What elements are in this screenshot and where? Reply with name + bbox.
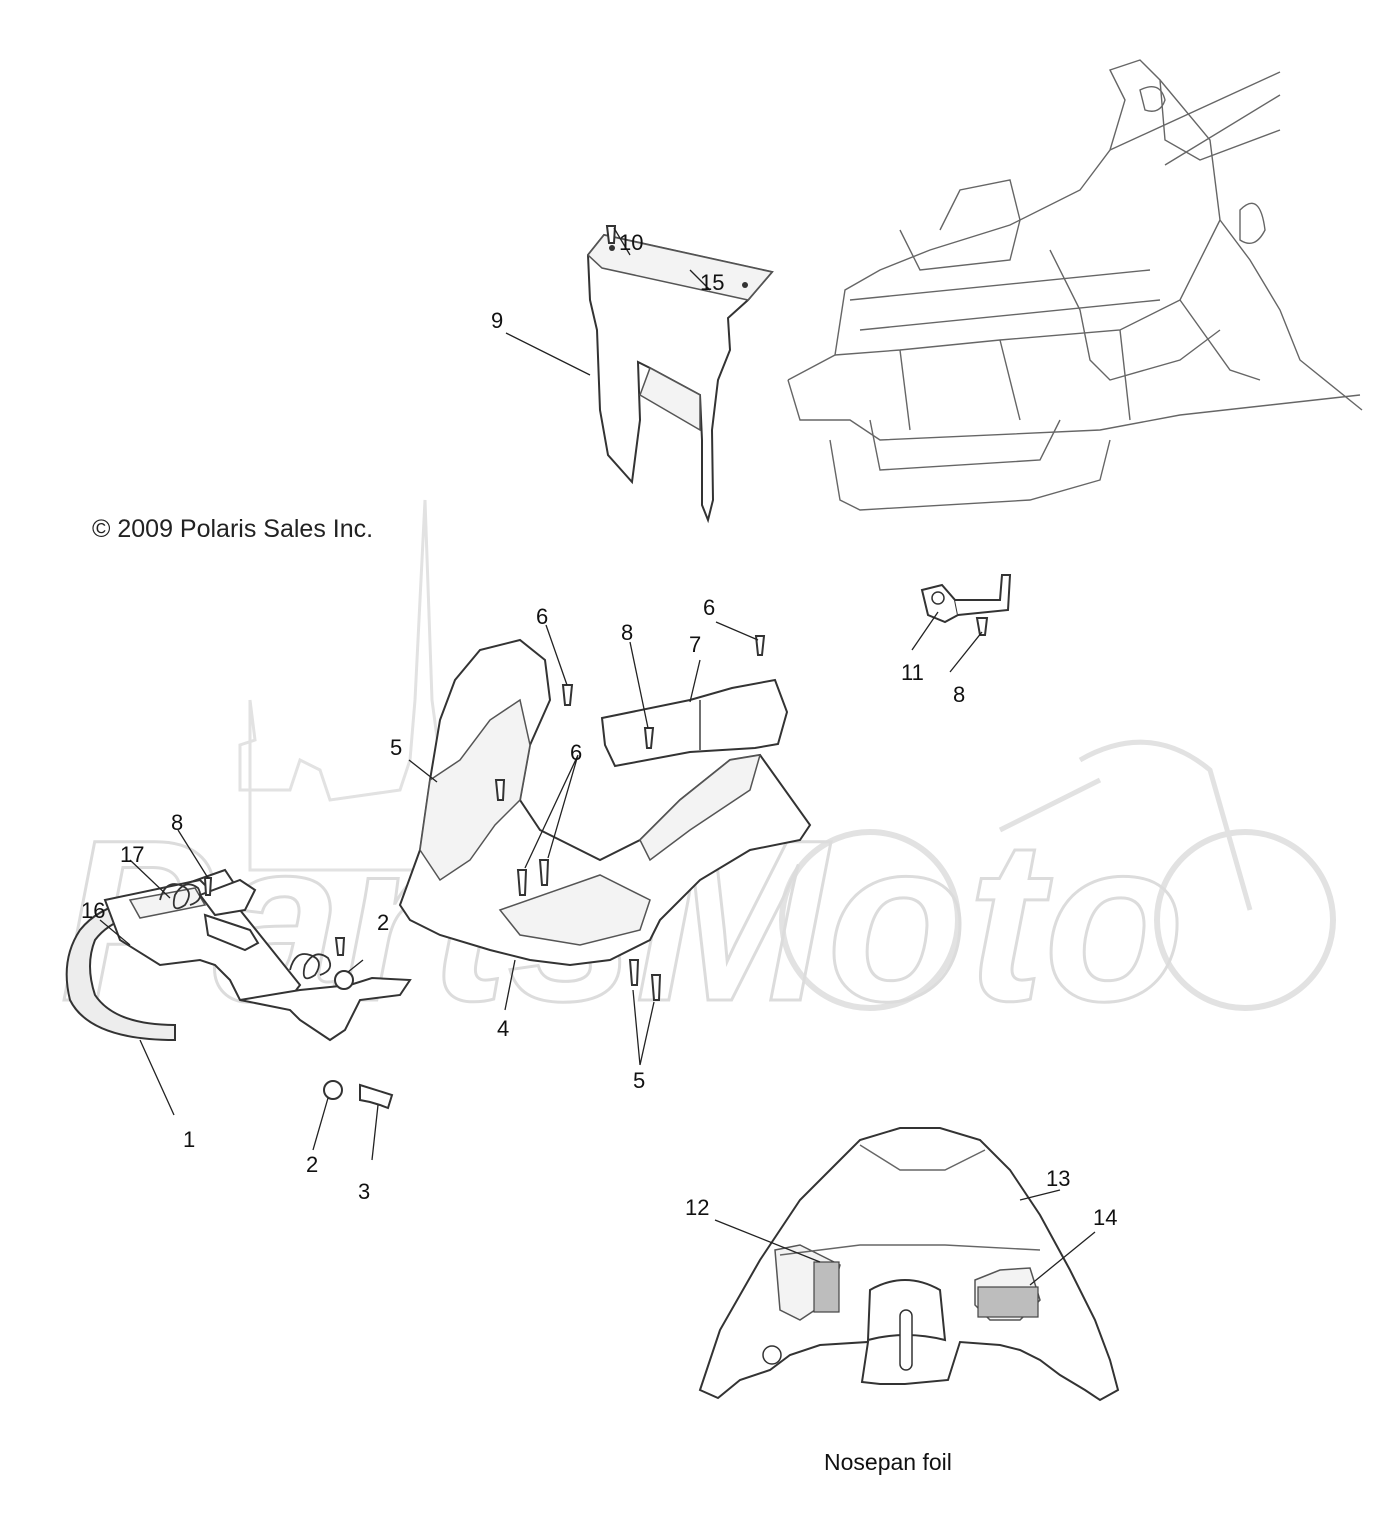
callout-11: 11 [901, 660, 924, 685]
leader-lines [99, 227, 1096, 1286]
callout-12: 12 [685, 1195, 709, 1220]
part-2-bushings [323, 970, 354, 1100]
chassis-frame-drawing [787, 59, 1363, 511]
callout-4: 4 [497, 1016, 509, 1041]
callout-7: 7 [689, 632, 701, 657]
callout-1: 1 [183, 1127, 195, 1152]
part-17-spring [159, 883, 332, 980]
part-4-nosepan [398, 638, 812, 967]
callout-6-left: 6 [536, 604, 548, 629]
callout-labels: 1 2 2 3 4 5 5 6 6 6 7 8 8 8 9 10 11 12 1… [81, 230, 1117, 1230]
callout-14: 14 [1093, 1205, 1117, 1230]
callout-2-lower: 2 [306, 1152, 318, 1177]
fasteners [203, 617, 989, 1001]
copyright-notice: © 2009 Polaris Sales Inc. [92, 515, 373, 543]
callout-5-lower: 5 [633, 1068, 645, 1093]
callout-16: 16 [81, 898, 105, 923]
part-11-mount-bracket [920, 574, 1012, 624]
callout-5-upper: 5 [390, 735, 402, 760]
callout-9: 9 [491, 308, 503, 333]
callout-8-right: 8 [953, 682, 965, 707]
callout-3: 3 [358, 1179, 370, 1204]
part-7-shield [600, 678, 789, 768]
part-16-bracket [103, 878, 302, 1007]
part-9-15-bracket-panel [586, 233, 774, 524]
callout-13: 13 [1046, 1166, 1070, 1191]
nosepan-foil-caption: Nosepan foil [824, 1449, 952, 1475]
part-10-screw [605, 225, 617, 244]
callout-8-left: 8 [171, 810, 183, 835]
nosepan-foil-drawing [698, 1127, 1120, 1402]
part-3-bolt [359, 1083, 394, 1110]
callout-6-right: 6 [703, 595, 715, 620]
callout-6-middle: 6 [570, 740, 582, 765]
callout-10: 10 [619, 230, 643, 255]
callout-2-upper: 2 [377, 910, 389, 935]
callout-17: 17 [120, 842, 144, 867]
callout-15: 15 [700, 270, 724, 295]
callout-8-center: 8 [621, 620, 633, 645]
